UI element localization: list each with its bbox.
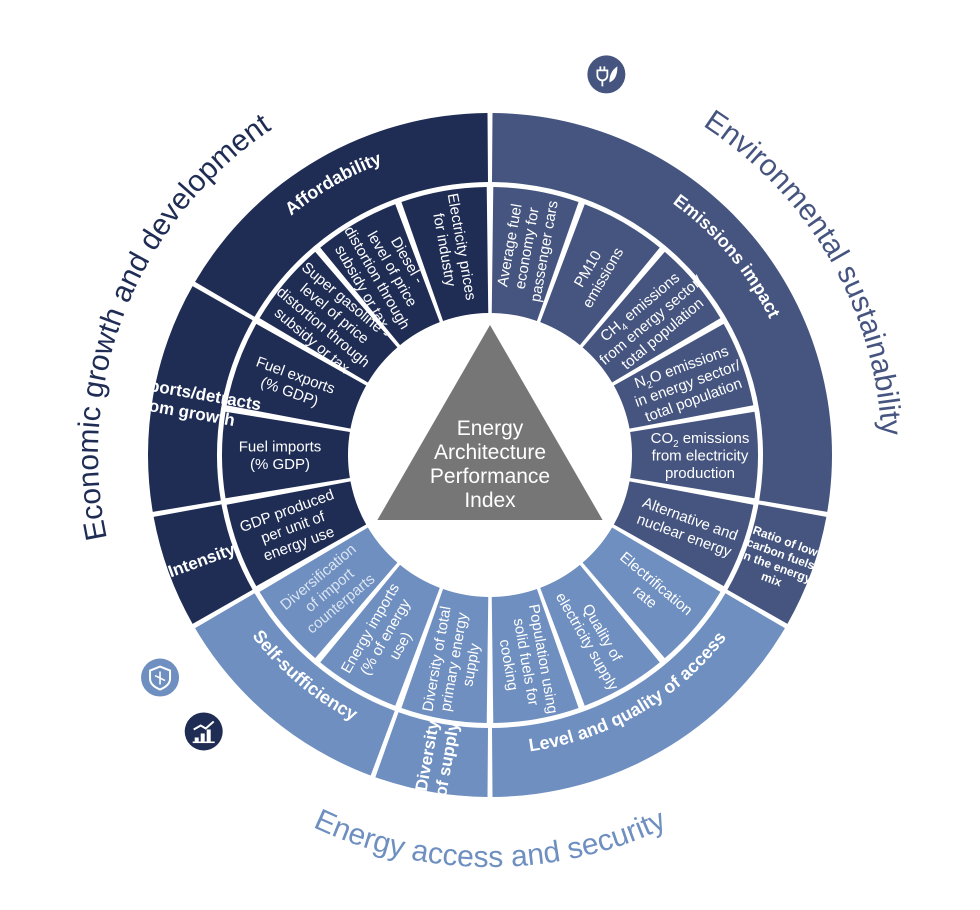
indicator-segment-diversity-primary [401, 589, 489, 723]
center-triangle [377, 325, 603, 520]
growth-chart-icon [184, 712, 223, 751]
indicator-segment-quality-supply [540, 564, 660, 706]
center-title-line: Energy [457, 417, 524, 440]
category-segment-self-sufficiency [195, 593, 395, 776]
indicator-segment-diesel [320, 204, 440, 346]
indicator-segment-pm10 [540, 204, 660, 346]
indicator-segment-co2 [630, 411, 758, 499]
indicator-label-fuel-imports: (% GDP) [250, 456, 310, 473]
indicator-segment-fuel-economy [491, 187, 579, 321]
category-segment-diversity [375, 712, 489, 797]
category-label-low-carbon: mix [759, 569, 784, 589]
shield-icon [141, 658, 180, 697]
wheel-segments [148, 113, 832, 797]
indicator-segment-fuel-imports [222, 411, 350, 499]
indicator-segment-ch4 [582, 251, 721, 383]
indicator-segment-super-gasoline [259, 251, 398, 383]
indicator-segment-fuel-exports [226, 323, 367, 429]
category-segment-level-access [491, 593, 785, 797]
category-segment-affordability [195, 113, 489, 317]
indicator-label-co2: production [665, 465, 735, 482]
indicator-segment-n2o [613, 323, 754, 429]
indicator-segment-import-counterparts [259, 527, 398, 659]
category-segment-low-carbon [727, 504, 827, 624]
indicator-segment-energy-imports [320, 564, 440, 706]
category-segment-supports [148, 286, 253, 512]
center-title-line: Architecture [434, 441, 546, 464]
indicator-label-fuel-imports: Fuel imports [239, 439, 322, 456]
center-title-line: Index [464, 489, 516, 512]
category-segment-emissions [491, 113, 832, 512]
indicator-label-co2: CO2 emissions [651, 430, 750, 450]
dimension-icons [141, 55, 626, 751]
indicator-segment-solid-fuels [491, 589, 579, 723]
indicator-segment-alt-nuclear [613, 481, 754, 587]
plug-leaf-icon [587, 55, 626, 94]
indicator-segment-electrification [582, 527, 721, 659]
indicator-segment-gdp-energy [226, 481, 367, 587]
category-segment-intensity [153, 504, 253, 624]
indicator-segment-electricity-prices [401, 187, 489, 321]
center-title-line: Performance [430, 465, 550, 488]
dimension-label-access: Energy access and security [310, 803, 671, 874]
indicator-label-co2: from electricity [652, 447, 749, 464]
